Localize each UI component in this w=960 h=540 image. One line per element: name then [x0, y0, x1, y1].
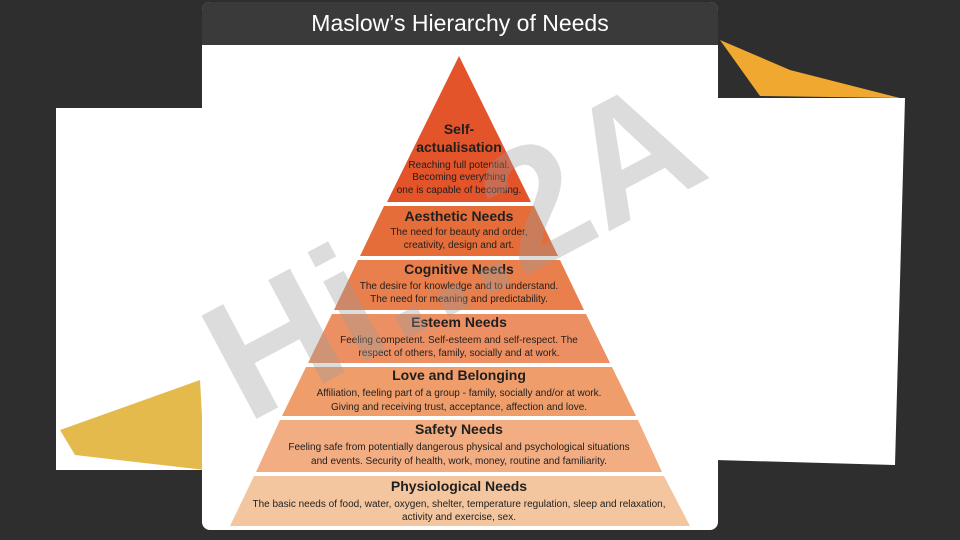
right-gold-accent	[720, 40, 900, 98]
tier-aesthetic-desc-line-1: The need for beauty and order,	[390, 227, 527, 238]
tier-cognitive-desc-line-2: The need for meaning and predictability.	[370, 294, 548, 305]
tier-aesthetic-shape	[360, 206, 558, 256]
tier-safety-title: Safety Needs	[415, 421, 503, 437]
tier-safety-desc-line-1: Feeling safe from potentially dangerous …	[288, 442, 629, 453]
diagram-card: Maslow’s Hierarchy of Needs Self- actual…	[202, 2, 718, 530]
tier-love-belonging-desc-line-2: Giving and receiving trust, acceptance, …	[331, 402, 587, 413]
tier-self-actualisation-desc-line-3: one is capable of becoming.	[397, 185, 522, 196]
tier-esteem-desc-line-1: Feeling competent. Self-esteem and self-…	[340, 335, 578, 346]
tier-cognitive-shape	[334, 260, 584, 310]
tier-self-actualisation-desc-line-1: Reaching full potential.	[408, 160, 509, 171]
left-gold-accent	[60, 380, 205, 470]
tier-esteem: Esteem Needs Feeling competent. Self-est…	[308, 314, 610, 363]
left-paper-sheet	[56, 108, 205, 470]
tier-aesthetic-desc-line-2: creativity, design and art.	[404, 240, 514, 251]
tier-cognitive-desc-line-1: The desire for knowledge and to understa…	[360, 281, 558, 292]
right-paper-sheet	[715, 98, 905, 465]
tier-physiological-title: Physiological Needs	[391, 478, 527, 494]
tier-self-actualisation-desc-line-2: Becoming everything	[412, 172, 505, 183]
tier-love-belonging-shape	[282, 367, 636, 416]
tier-esteem-title: Esteem Needs	[411, 314, 507, 330]
tier-self-actualisation-shape	[387, 56, 531, 202]
tier-love-belonging-desc-line-1: Affiliation, feeling part of a group - f…	[317, 388, 602, 399]
tier-cognitive: Cognitive Needs The desire for knowledge…	[334, 260, 584, 310]
diagram-title: Maslow’s Hierarchy of Needs	[202, 2, 718, 45]
tier-self-actualisation-title: Self-	[444, 121, 475, 137]
tier-aesthetic: Aesthetic Needs The need for beauty and …	[360, 206, 558, 256]
tier-physiological-desc-line-1: The basic needs of food, water, oxygen, …	[252, 499, 665, 510]
pyramid-diagram: Self- actualisation Reaching full potent…	[230, 56, 690, 526]
tier-esteem-shape	[308, 314, 610, 363]
tier-esteem-desc-line-2: respect of others, family, socially and …	[358, 348, 559, 359]
tier-self-actualisation-title-line-2: actualisation	[416, 139, 502, 155]
tier-physiological-desc-line-2: activity and exercise, sex.	[402, 512, 516, 523]
tier-safety: Safety Needs Feeling safe from potential…	[256, 420, 662, 472]
watermark-text: Hi...2A	[175, 41, 731, 457]
tier-aesthetic-title: Aesthetic Needs	[405, 208, 514, 224]
tier-love-belonging-title: Love and Belonging	[392, 367, 526, 383]
tier-cognitive-title: Cognitive Needs	[404, 261, 514, 277]
tier-self-actualisation: Self- actualisation Reaching full potent…	[387, 56, 531, 202]
tier-physiological: Physiological Needs The basic needs of f…	[230, 476, 690, 526]
tier-safety-desc-line-2: and events. Security of health, work, mo…	[311, 456, 607, 467]
tier-physiological-shape	[230, 476, 690, 526]
tier-love-belonging: Love and Belonging Affiliation, feeling …	[282, 367, 636, 416]
tier-safety-shape	[256, 420, 662, 472]
